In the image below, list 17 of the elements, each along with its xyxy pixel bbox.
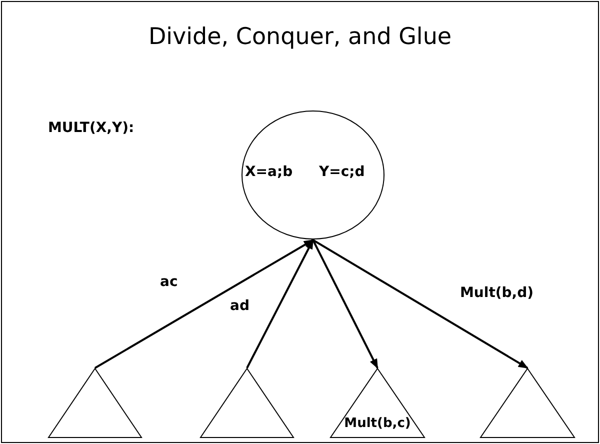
triangle-node (200, 368, 294, 438)
slide-title: Divide, Conquer, and Glue (147, 24, 453, 50)
ellipse-node (241, 110, 385, 240)
variable-definition: X=a;b (245, 164, 293, 180)
arrow (246, 239, 314, 368)
triangle-node (330, 368, 425, 438)
edge-label: ad (230, 298, 250, 314)
edge-label: Mult(b,d) (460, 285, 534, 301)
variable-definition: Y=c;d (319, 164, 365, 180)
triangle-node (480, 368, 575, 438)
triangle-node (48, 368, 142, 438)
function-signature: MULT(X,Y): (48, 120, 134, 136)
edge-label: ac (160, 274, 178, 290)
arrow (312, 240, 378, 369)
arrow (312, 239, 528, 369)
subproblem-label: Mult(b,c) (343, 416, 412, 431)
arrow (94, 239, 314, 369)
